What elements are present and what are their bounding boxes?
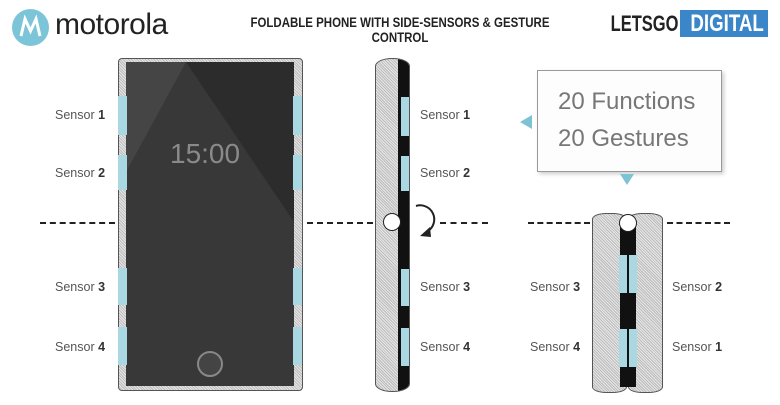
sensor-label: Sensor 4: [55, 340, 106, 354]
gestures-text: 20 Gestures: [558, 125, 689, 152]
fold-line: [528, 222, 590, 224]
sensor-label: Sensor 4: [530, 340, 581, 354]
sensor-3-left: [118, 268, 127, 305]
fold-line: [307, 222, 373, 224]
sensor-label: Sensor 3: [420, 280, 471, 294]
page-title: FOLDABLE PHONE WITH SIDE-SENSORS & GESTU…: [250, 15, 550, 45]
fold-line: [40, 222, 115, 224]
sensor-4-right: [293, 327, 302, 365]
sensor-1-left: [118, 96, 127, 135]
folded-phone: [592, 213, 663, 393]
sensor-label: Sensor 2: [420, 166, 471, 180]
hinge-circle: [383, 213, 401, 231]
motorola-logo-icon: [12, 9, 49, 46]
sensor-label: Sensor 2: [55, 166, 106, 180]
pointer-down-icon: [620, 174, 634, 185]
clock: 15:00: [170, 138, 241, 169]
fold-line: [440, 222, 488, 224]
brand-name: motorola: [55, 8, 168, 41]
fold-arrow-icon: [415, 204, 436, 237]
site-logo-part1: LETSGO: [610, 11, 678, 36]
site-logo-part2: DIGITAL: [680, 10, 768, 37]
sensor-label: Sensor 1: [672, 340, 723, 354]
sensor-label: Sensor 1: [55, 108, 106, 122]
sensor-label: Sensor 4: [420, 340, 471, 354]
phone-screen: [126, 62, 294, 386]
functions-text: 20 Functions: [558, 88, 696, 115]
sensor-2-left: [118, 155, 127, 190]
sensor-4-left: [118, 327, 127, 365]
sensor-label: Sensor 1: [420, 108, 471, 122]
sensor-label: Sensor 2: [672, 280, 723, 294]
sensor-2-right: [293, 155, 302, 190]
sensor-1-right: [293, 96, 302, 135]
sensor-3-right: [293, 268, 302, 305]
sensor-label: Sensor 3: [530, 280, 581, 294]
callout-box: [537, 70, 722, 172]
sensor-label: Sensor 3: [55, 280, 106, 294]
home-button: [197, 351, 223, 377]
pointer-left-icon: [520, 115, 532, 129]
fold-line: [667, 222, 730, 224]
